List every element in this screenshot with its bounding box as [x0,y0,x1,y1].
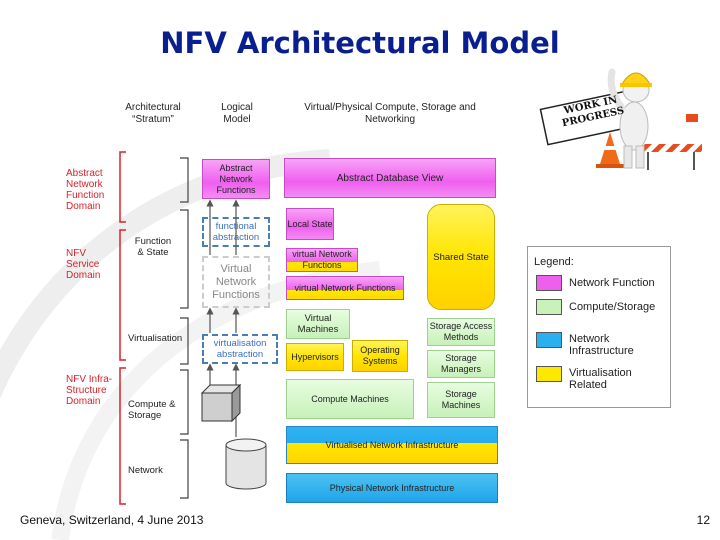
legend-swatch-compute-storage [536,299,562,315]
cube-shape [200,383,242,423]
storage-machines: Storage Machines [427,382,495,418]
footer-page-number: 12 [696,513,710,527]
local-state: Local State [286,208,334,240]
stratum-virtualisation: Virtualisation [128,333,183,344]
domain-nfv-service: NFV Service Domain [66,248,101,281]
legend-label-network-function: Network Function [569,277,655,289]
logical-arrows-and-shapes [200,199,267,490]
legend-swatch-network-infrastructure [536,332,562,348]
stratum-compute-storage: Compute & Storage [128,399,176,421]
shared-state: Shared State [427,204,495,310]
work-in-progress-illustration [539,68,702,170]
storage-managers: Storage Managers [427,350,495,378]
header-stratum: Architectural “Stratum” [125,102,181,125]
virtual-nf-2: virtual Network Functions [286,276,404,300]
footer-location-date: Geneva, Switzerland, 4 June 2013 [20,513,204,527]
operating-systems: Operating Systems [352,340,408,372]
compute-machines: Compute Machines [286,379,414,419]
domain-nfv-infrastructure: NFV Infra-Structure Domain [66,374,113,407]
hypervisors: Hypervisors [286,343,344,371]
legend-label-compute-storage: Compute/Storage [569,301,656,313]
storage-access-methods: Storage Access Methods [427,318,495,346]
abstract-database-view: Abstract Database View [284,158,496,198]
legend-label-network-infrastructure: Network Infrastructure [569,333,634,357]
legend-panel: Legend: Network Function Compute/Storage… [527,246,671,408]
page-title: NFV Architectural Model [160,26,560,60]
logical-virtual-nf: Virtual Network Functions [202,256,270,308]
domain-abstract-nf: Abstract Network Function Domain [66,168,105,212]
virtualised-network-infrastructure: Virtualised Network Infrastructure [286,426,498,464]
legend-label-virtualisation: Virtualisation Related [569,367,632,391]
header-logical-model: Logical Model [221,102,253,125]
legend-swatch-network-function [536,275,562,291]
stratum-function-state: Function & State [134,236,172,258]
cylinder-shape [225,438,267,490]
virtual-machines: Virtual Machines [286,309,350,339]
header-virtual-physical: Virtual/Physical Compute, Storage and Ne… [304,102,476,125]
legend-title: Legend: [534,256,574,268]
physical-network-infrastructure: Physical Network Infrastructure [286,473,498,503]
legend-swatch-virtualisation [536,366,562,382]
logical-virtualisation-abstraction: virtualisation abstraction [202,334,278,364]
domain-brackets [119,151,189,505]
logical-abstract-nf: Abstract Network Functions [202,159,270,199]
stratum-network: Network [128,465,163,476]
virtual-nf-1: virtual Network Functions [286,248,358,272]
